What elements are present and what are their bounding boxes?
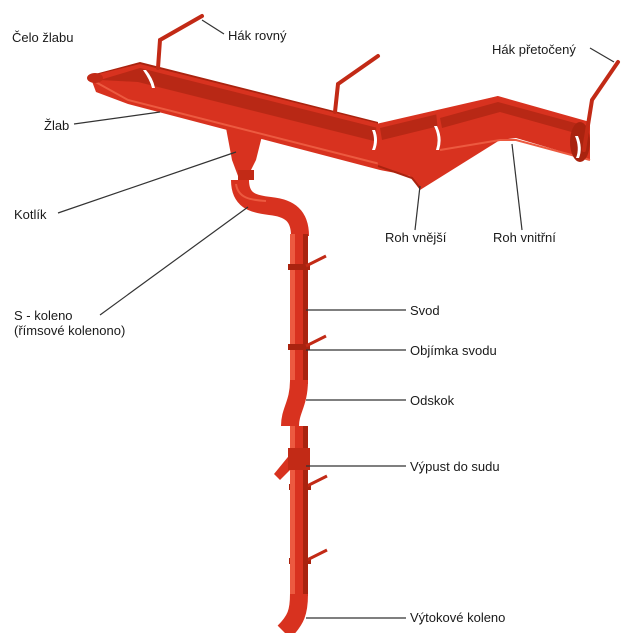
label-svod: Svod <box>410 303 440 318</box>
label-vypust-do-sudu: Výpust do sudu <box>410 459 500 474</box>
gutter-end-cap <box>87 73 103 83</box>
label-s-koleno: S - koleno (římsové kolenono) <box>14 308 174 338</box>
label-zlab: Žlab <box>44 118 69 133</box>
label-roh-vnejsi: Roh vnější <box>385 230 446 245</box>
label-odskok: Odskok <box>410 393 454 408</box>
label-s-koleno-line1: S - koleno <box>14 308 174 323</box>
s-bend <box>236 180 300 236</box>
label-hak-rovny: Hák rovný <box>228 28 287 43</box>
outlet-elbow <box>284 594 299 632</box>
label-roh-vnitrni: Roh vnitřní <box>493 230 556 245</box>
label-kotlik: Kotlík <box>14 207 47 222</box>
label-vytokove-koleno: Výtokové koleno <box>410 610 505 625</box>
label-celo-zlabu: Čelo žlabu <box>12 30 73 45</box>
label-hak-pretoceny: Hák přetočený <box>492 42 576 57</box>
label-objimka-svodu: Objímka svodu <box>410 343 497 358</box>
downpipe-upper <box>290 234 308 384</box>
label-s-koleno-line2: (římsové kolenono) <box>14 323 174 338</box>
pipe-offset <box>290 380 299 426</box>
